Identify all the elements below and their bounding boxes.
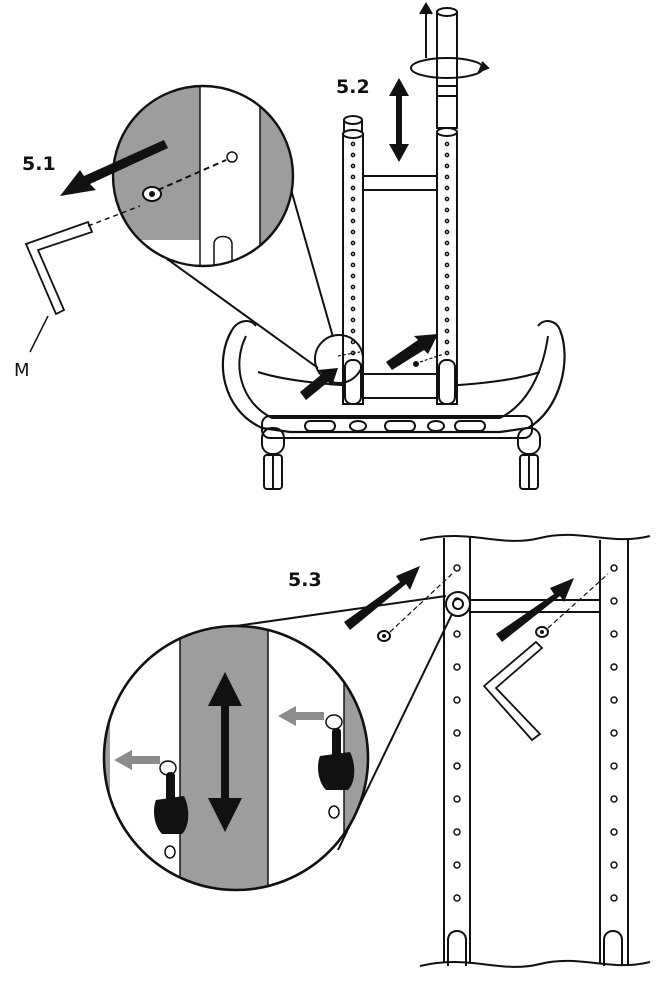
cut-line-top <box>419 533 651 542</box>
insert-arrow-right <box>496 578 574 642</box>
rail-hole <box>444 207 450 213</box>
hex-key-insert <box>482 640 544 742</box>
rail-hole <box>444 350 450 356</box>
tool-label-m: M <box>14 360 30 381</box>
step-label-5-3: 5.3 <box>288 569 322 591</box>
rail-hole <box>350 152 356 158</box>
detail-circle-small-2 <box>445 591 471 617</box>
rail-hole <box>610 762 618 770</box>
rail-hole <box>350 141 356 147</box>
insert-arrow-left <box>344 566 420 630</box>
rail-hole <box>444 273 450 279</box>
rail-hole <box>610 828 618 836</box>
rail-hole <box>610 894 618 902</box>
rail-hole <box>350 207 356 213</box>
cut-line-bottom <box>419 959 651 968</box>
base-crossbar <box>261 415 533 439</box>
rail-hole <box>453 795 461 803</box>
rail-hole <box>453 729 461 737</box>
rail-hole <box>350 163 356 169</box>
rail-hole <box>350 218 356 224</box>
rail-hole <box>610 663 618 671</box>
rail-hole <box>610 696 618 704</box>
zoom-detail-1 <box>111 84 295 268</box>
rail-hole <box>610 861 618 869</box>
rail-hole <box>610 564 618 572</box>
rail-hole <box>444 163 450 169</box>
hex-key-m <box>24 220 94 316</box>
rail-hole <box>444 185 450 191</box>
extension-pole <box>436 7 458 129</box>
caster-right <box>517 427 541 490</box>
detail-circle-small <box>314 334 364 384</box>
rail-hole <box>444 174 450 180</box>
rail-hole <box>453 762 461 770</box>
rail-hole <box>350 174 356 180</box>
rail-hole <box>444 141 450 147</box>
rail-hole <box>610 597 618 605</box>
rail-hole <box>444 328 450 334</box>
upright-holes <box>350 141 450 356</box>
rail-hole <box>350 251 356 257</box>
base-frame-inner <box>238 335 549 419</box>
stand-figure <box>221 7 566 490</box>
rail-hole <box>444 295 450 301</box>
rail-hole <box>453 696 461 704</box>
rail-hole <box>610 729 618 737</box>
removal-arrow-51 <box>60 140 168 196</box>
rail-hole <box>444 218 450 224</box>
rail-hole <box>444 284 450 290</box>
rail-hole <box>610 630 618 638</box>
rail-hole <box>350 240 356 246</box>
height-adjust-arrow <box>389 78 409 162</box>
rotation-arrow <box>410 2 490 79</box>
caster-left <box>261 427 285 490</box>
rail-hole <box>350 284 356 290</box>
detached-screws <box>377 573 609 642</box>
rail-hole <box>444 240 450 246</box>
rail-hole <box>453 663 461 671</box>
upright-crossbar <box>362 175 438 191</box>
rail-hole <box>453 564 461 572</box>
rail-hole <box>444 262 450 268</box>
rail-holes <box>453 564 618 902</box>
rail-hole <box>350 185 356 191</box>
rail-hole <box>350 306 356 312</box>
step-label-5-2: 5.2 <box>336 76 370 98</box>
rail-hole <box>350 196 356 202</box>
rail-hole <box>444 251 450 257</box>
rail-hole <box>350 328 356 334</box>
base-frame <box>221 329 566 434</box>
rail-hole <box>444 152 450 158</box>
rail-hole <box>444 196 450 202</box>
rail-hole <box>350 295 356 301</box>
rail-hole <box>444 339 450 345</box>
zoom-detail-2 <box>102 624 370 892</box>
rail-hole <box>453 828 461 836</box>
rail-hole <box>453 861 461 869</box>
rail-hole <box>610 795 618 803</box>
rail-hole <box>453 630 461 638</box>
left-upright <box>342 115 364 405</box>
rail-hole <box>444 306 450 312</box>
stand-screw-arrows <box>300 334 445 400</box>
rail-hole <box>350 229 356 235</box>
rail-hole <box>444 229 450 235</box>
rail-hole <box>350 262 356 268</box>
rail-hole <box>350 317 356 323</box>
rail-hole <box>444 317 450 323</box>
rail-hole <box>350 273 356 279</box>
step-label-5-1: 5.1 <box>22 153 56 175</box>
rail-hole <box>453 894 461 902</box>
